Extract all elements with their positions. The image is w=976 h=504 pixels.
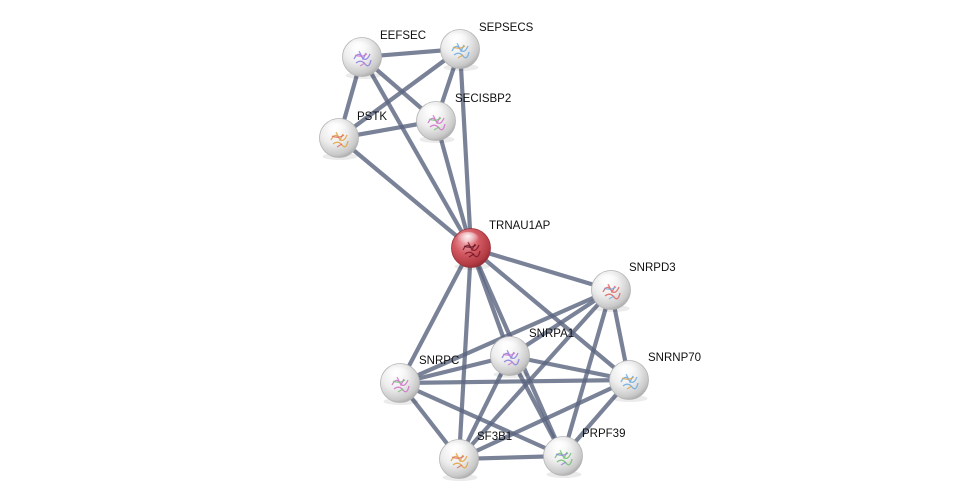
edge-secisbp2-trnau1ap[interactable]	[433, 118, 474, 251]
node-highlight	[615, 364, 637, 378]
protein-structure-detail-icon	[621, 376, 635, 390]
edge-snrnp70-sf3b1[interactable]	[456, 377, 632, 462]
edge-snrpa1-snrnp70[interactable]	[507, 353, 632, 383]
node-snrpc[interactable]: SNRPC	[380, 355, 460, 405]
node-highlight	[549, 440, 571, 454]
node-highlight	[457, 232, 479, 246]
node-label: SNRNP70	[648, 352, 701, 364]
protein-structure-detail-icon	[555, 452, 569, 466]
node-highlight	[446, 33, 468, 47]
protein-structure-detail-icon	[463, 244, 477, 258]
node-highlight	[422, 105, 444, 119]
protein-structure-detail-icon	[452, 45, 466, 59]
node-label: SECISBP2	[455, 93, 511, 105]
node-snrpa1[interactable]: SNRPA1	[490, 328, 575, 378]
protein-structure-detail-icon	[392, 379, 406, 393]
node-label: SF3B1	[477, 431, 512, 443]
node-snrnp70[interactable]: SNRNP70	[609, 352, 702, 402]
protein-structure-detail-icon	[502, 352, 516, 366]
protein-structure-detail-icon	[451, 455, 465, 469]
node-snrpd3[interactable]: SNRPD3	[591, 262, 676, 312]
node-secisbp2[interactable]: SECISBP2	[416, 93, 512, 143]
node-prpf39[interactable]: PRPF39	[543, 428, 626, 478]
edge-eefsec-trnau1ap[interactable]	[359, 54, 474, 251]
edge-trnau1ap-snrpc[interactable]	[397, 245, 474, 386]
protein-structure-detail-icon	[428, 117, 442, 131]
node-highlight	[445, 443, 467, 457]
protein-structure-detail-icon	[331, 134, 345, 148]
edge-trnau1ap-snrpd3[interactable]	[468, 245, 614, 293]
edge-snrnp70-snrpc[interactable]	[397, 377, 632, 386]
node-label: SNRPD3	[629, 262, 676, 274]
node-label: SEPSECS	[479, 22, 534, 34]
protein-structure-detail-icon	[603, 286, 617, 300]
node-label: PRPF39	[582, 428, 625, 440]
node-highlight	[348, 41, 370, 55]
edge-snrpd3-snrpc[interactable]	[397, 287, 614, 386]
node-label: SNRPC	[419, 355, 459, 367]
node-highlight	[496, 340, 518, 354]
edge-pstk-trnau1ap[interactable]	[336, 135, 474, 251]
node-highlight	[597, 274, 619, 288]
protein-structure-detail-icon	[354, 53, 368, 67]
node-trnau1ap[interactable]: TRNAU1AP	[451, 220, 551, 270]
edge-snrpc-prpf39[interactable]	[397, 380, 566, 459]
node-highlight	[386, 367, 408, 381]
node-eefsec[interactable]: EEFSEC	[342, 30, 427, 79]
edge-trnau1ap-snrnp70[interactable]	[468, 245, 632, 383]
node-highlight	[325, 122, 347, 136]
edge-snrpd3-snrpa1[interactable]	[507, 287, 614, 359]
edge-sepsecs-trnau1ap[interactable]	[457, 46, 474, 251]
node-sf3b1[interactable]: SF3B1	[439, 431, 513, 481]
edge-sepsecs-pstk[interactable]	[336, 46, 463, 141]
node-label: PSTK	[357, 111, 387, 123]
node-sepsecs[interactable]: SEPSECS	[440, 22, 534, 71]
node-pstk[interactable]: PSTK	[319, 111, 388, 160]
edge-snrpd3-sf3b1[interactable]	[456, 287, 614, 462]
node-label: TRNAU1AP	[489, 220, 551, 232]
node-label: EEFSEC	[380, 30, 426, 42]
node-label: SNRPA1	[529, 328, 574, 340]
